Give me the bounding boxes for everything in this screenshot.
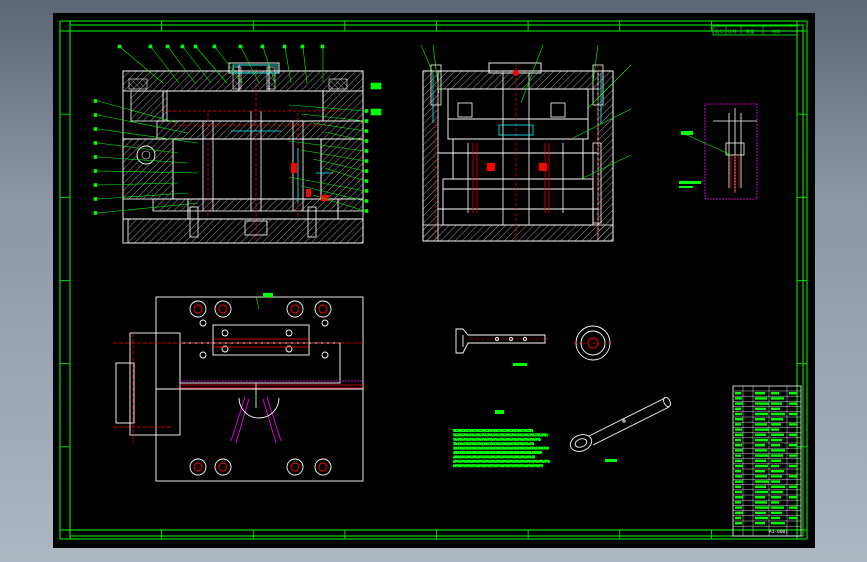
drawing-number: A1-0001	[769, 529, 788, 535]
part-end-view[interactable]	[573, 325, 613, 361]
title-block: A1-0001	[732, 385, 802, 537]
technical-notes	[453, 410, 550, 468]
detail-view[interactable]	[679, 103, 758, 200]
plan-view[interactable]	[113, 293, 364, 482]
hdr-0: 图号	[715, 29, 723, 35]
zone-ticks	[60, 21, 807, 539]
title-header: 图号 比例 数量 材料	[712, 25, 798, 36]
drawing-sheet[interactable]: 图号 比例 数量 材料	[53, 13, 815, 548]
part-iso-view[interactable]	[568, 396, 672, 462]
mold-drawing: 图号 比例 数量 材料	[59, 20, 808, 540]
front-section-view[interactable]	[93, 44, 369, 244]
hdr-2: 数量	[746, 28, 754, 35]
part-side-view[interactable]	[455, 328, 549, 366]
hdr-3: 材料	[772, 28, 781, 35]
side-section-view[interactable]	[370, 44, 632, 242]
hdr-1: 比例	[728, 28, 736, 35]
